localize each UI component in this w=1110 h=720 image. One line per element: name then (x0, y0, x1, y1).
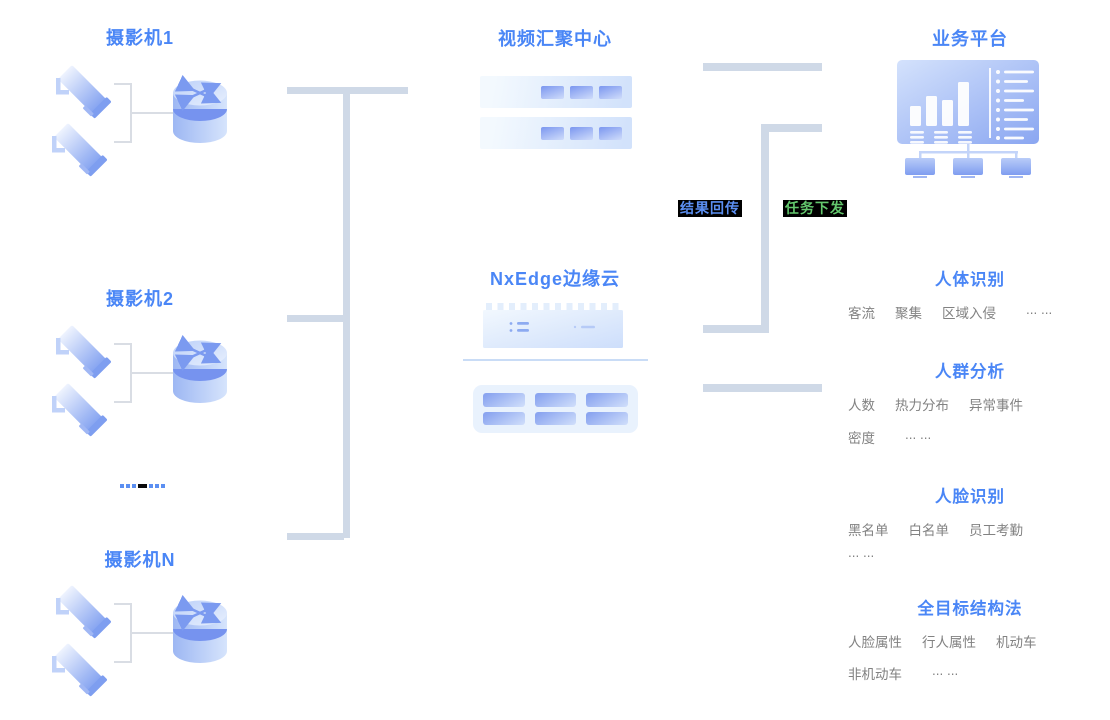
list-glyph (996, 70, 1034, 140)
capability-heading-human-body: 人体识别 (935, 271, 1005, 289)
camera-icon (55, 63, 112, 120)
server-icon (480, 117, 632, 149)
connector-platform-edge-bottom (703, 325, 769, 333)
edge-chip-icon (483, 303, 623, 348)
router-icon (173, 74, 227, 143)
camera-cluster-icon (51, 583, 227, 697)
capability-heading-full-target: 全目标结构法 (917, 600, 1023, 618)
connector-platform-edge-top (761, 124, 822, 132)
capability-items: ... ... (848, 545, 875, 560)
camera-group-2-title: 摄影机2 (105, 289, 174, 309)
camera-icon (55, 583, 112, 640)
camera-icon (51, 381, 108, 437)
connector-platform-edge-vertical (761, 124, 769, 333)
router-icon (173, 334, 227, 403)
capability-items: 非机动车 ... ... (848, 663, 959, 682)
client-monitor-icon (905, 158, 1031, 178)
bar-chart-glyph (910, 82, 969, 126)
dashboard-icon (897, 60, 1039, 178)
router-icon (173, 594, 227, 663)
camera-cluster-icon (51, 63, 227, 177)
connector-cameras-trunk (343, 93, 350, 538)
connector-cameraN-stub (287, 533, 344, 540)
capability-items: 黑名单 白名单 员工考勤 (848, 523, 1023, 538)
connector-camera2-stub (287, 315, 344, 322)
camera-group-n-title: 摄影机N (104, 550, 176, 570)
camera-icon (55, 323, 112, 380)
platform-title: 业务平台 (932, 29, 1008, 49)
connector-center-platform (703, 63, 822, 71)
server-icon (480, 76, 632, 108)
connector-edge-capabilities (703, 384, 822, 392)
capability-items: 密度 ... ... (848, 427, 932, 446)
edge-cloud-title: NxEdge边缘云 (489, 269, 621, 289)
more-cameras-ellipsis (120, 484, 165, 488)
camera-icon (51, 121, 108, 177)
edge-cloud-divider (463, 359, 648, 361)
camera-link-lines (114, 83, 176, 143)
gpu-server-icon (473, 385, 638, 433)
camera-cluster-icon (51, 323, 227, 437)
camera-group-1-title: 摄影机1 (105, 28, 174, 48)
task-dispatch-label: 任务下发 (783, 200, 847, 217)
video-center-title: 视频汇聚中心 (498, 29, 612, 49)
capability-items: 客流 聚集 区域入侵 ... ... (848, 302, 1053, 321)
connector-cameras-bus-top (287, 87, 408, 94)
capability-items: 人脸属性 行人属性 机动车 (848, 635, 1037, 650)
capability-heading-face-recognition: 人脸识别 (935, 488, 1005, 506)
camera-icon (51, 641, 108, 697)
capability-items: 人数 热力分布 异常事件 (848, 398, 1023, 413)
capability-heading-crowd-analysis: 人群分析 (935, 363, 1005, 381)
result-return-label: 结果回传 (678, 200, 742, 217)
